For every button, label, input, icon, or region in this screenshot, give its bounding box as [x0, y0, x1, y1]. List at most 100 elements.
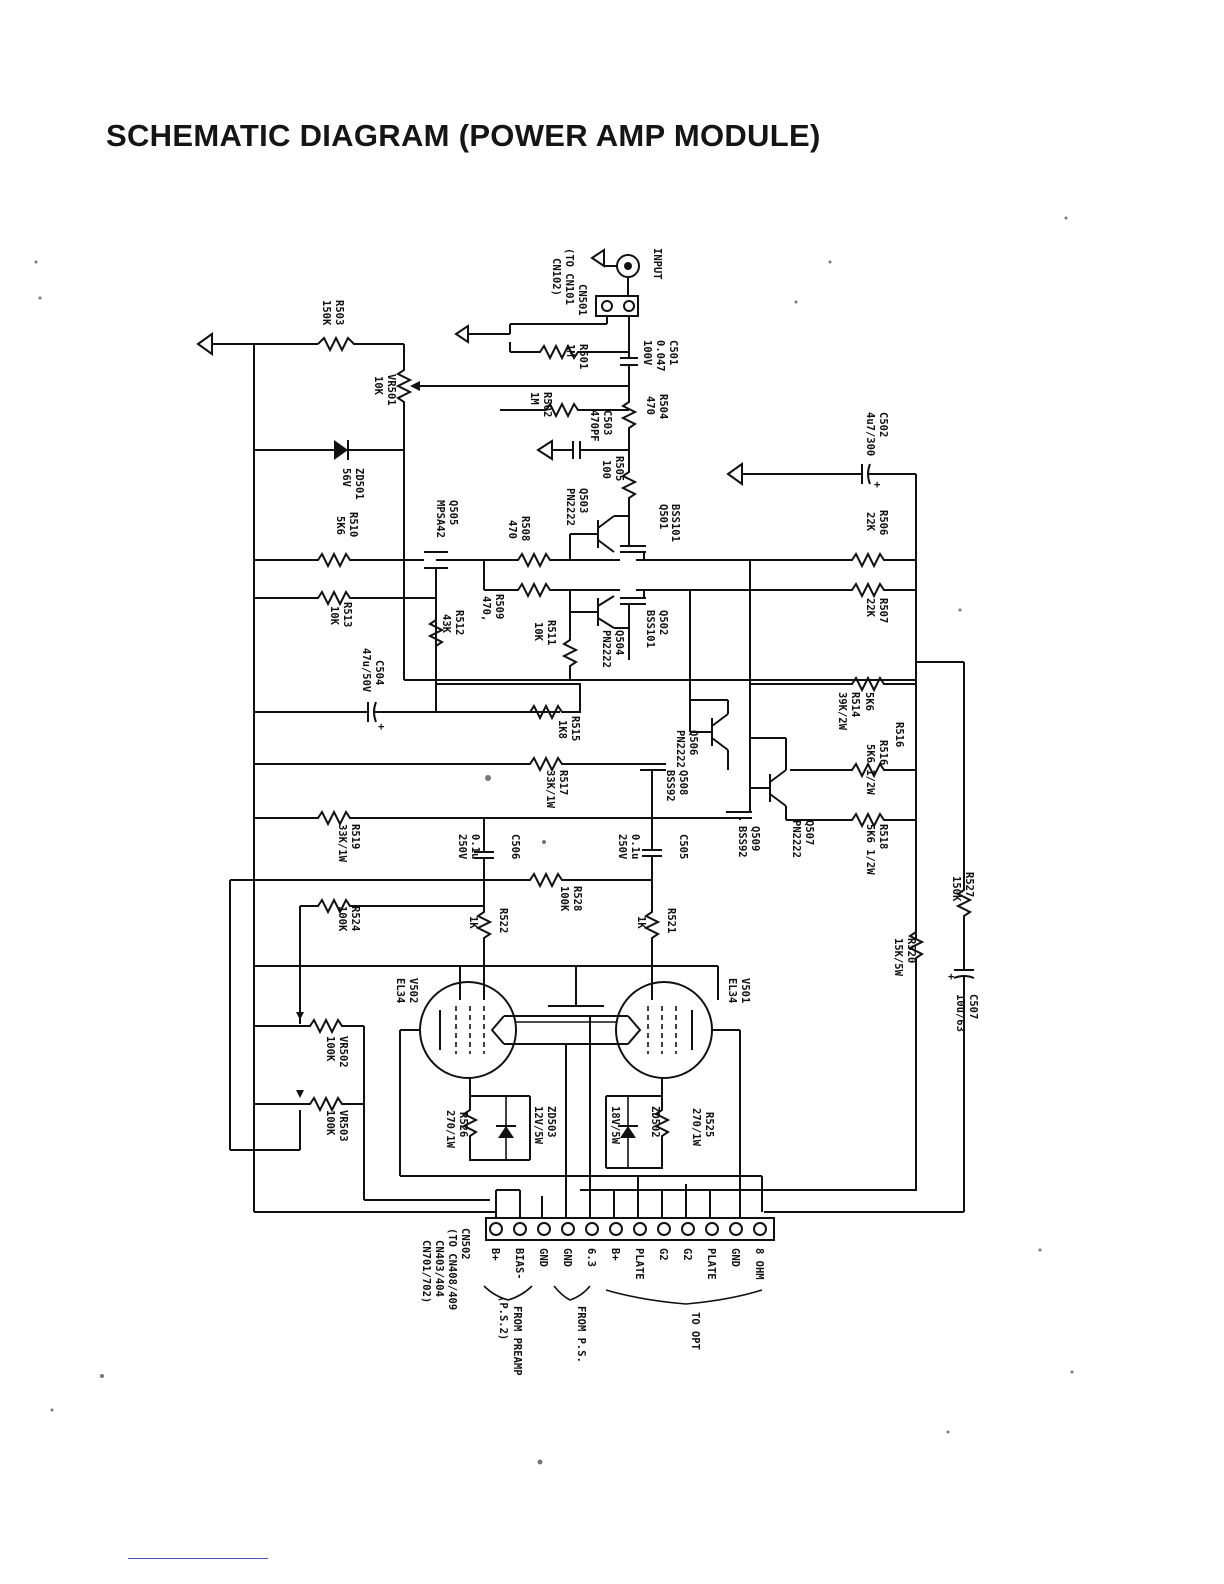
q508-label: Q508 — [677, 770, 689, 795]
c506-value: 0.1u — [469, 834, 481, 859]
q502-mosfet — [620, 590, 646, 660]
page-title: SCHEMATIC DIAGRAM (POWER AMP MODULE) — [106, 118, 821, 153]
group-label-ps: FROM P.S. — [575, 1306, 587, 1363]
group-label-preamp: FROM PREAMP — [511, 1306, 523, 1376]
input-jack-label: INPUT — [651, 248, 663, 280]
r512-resistor — [427, 612, 445, 680]
r517-value: 33K/1W — [544, 770, 556, 809]
cn502-connector — [485, 1217, 775, 1241]
v502-label: V502 — [407, 978, 419, 1003]
ground-symbol-top-left — [196, 332, 213, 356]
q505-label: Q505 — [447, 500, 459, 525]
c502-value: 4u7/300 — [864, 412, 876, 456]
zd503-label: ZD503 — [545, 1106, 557, 1138]
scan-specks — [34, 216, 1074, 1465]
cn501-label: CN501 — [576, 284, 588, 316]
q507-label: Q507 — [803, 820, 815, 845]
r519-label: R519 — [349, 824, 361, 849]
cn502-pin — [609, 1222, 623, 1236]
r516b-label: R516 — [877, 740, 889, 765]
r528-value: 100K — [558, 886, 570, 912]
r504-value: 470 — [644, 396, 656, 415]
vr503-label: VR503 — [337, 1110, 349, 1142]
r518-resistor — [786, 811, 916, 829]
cn502-pin — [657, 1222, 671, 1236]
q506-transistor — [689, 590, 729, 770]
r501-label: R501 — [577, 344, 589, 369]
zd501-value: 56V — [340, 468, 352, 488]
q506-label: Q506 — [687, 730, 699, 755]
q504-transistor — [569, 590, 629, 629]
c505-voltage: 250V — [616, 834, 628, 860]
c501-capacitor — [620, 342, 638, 390]
r526-label: R526 — [457, 1112, 469, 1137]
r513-value: 10K — [328, 606, 340, 626]
v501-tube — [615, 981, 713, 1096]
r528-label: R528 — [571, 886, 583, 911]
c503-value: 470PF — [588, 410, 600, 442]
group-label-opt: TO OPT — [689, 1312, 701, 1350]
zd501-zener — [334, 440, 348, 460]
r526-resistor — [461, 1096, 530, 1161]
c502-plus: + — [874, 479, 880, 491]
cn502-pin-label: BIAS- — [513, 1248, 525, 1280]
ground-symbol-c502 — [726, 462, 743, 486]
r516b-resistor — [790, 761, 916, 779]
cn501-connector — [454, 295, 639, 344]
r522-label: R522 — [497, 908, 509, 933]
cn502-note-1: (TO CN408/409 — [446, 1228, 458, 1310]
vr502-value: 100K — [324, 1036, 336, 1062]
r518-label: R518 — [877, 824, 889, 849]
r518-value: 5K6 1/2W — [864, 824, 876, 875]
cn502-pin — [753, 1222, 767, 1236]
c503-label: C503 — [601, 410, 613, 435]
r515-label: R515 — [569, 716, 581, 741]
r507-value: 22K — [864, 598, 876, 618]
q504-label: Q504 — [613, 630, 625, 655]
r524-label: R524 — [349, 906, 361, 931]
vr503-potentiometer — [300, 1095, 364, 1113]
r521-resistor — [643, 906, 661, 1000]
c501-label: C501 — [667, 340, 679, 365]
r505-resistor — [620, 460, 638, 540]
r524-resistor — [300, 897, 484, 915]
q505-type: MPSA42 — [434, 500, 446, 538]
cn502-label: CN502 — [459, 1228, 471, 1260]
cn502-pin-label: B+ — [609, 1248, 621, 1261]
r510-resistor — [254, 551, 424, 569]
r515-resistor — [436, 683, 581, 721]
r525-label: R525 — [703, 1112, 715, 1137]
r508-resistor — [484, 551, 620, 569]
r527-value: 150K — [950, 876, 962, 902]
r516b-value: 5K6 1/2W — [864, 744, 876, 795]
q504-type: PN2222 — [600, 630, 612, 668]
vr501-label: VR501 — [385, 374, 397, 406]
zd502-label: ZD502 — [649, 1106, 661, 1138]
q506-type: PN2222 — [674, 730, 686, 768]
vr501-value: 10K — [372, 376, 384, 396]
r502-label: R502 — [541, 392, 553, 417]
r510-label: R510 — [347, 512, 359, 537]
r509-value: 470, — [480, 596, 492, 621]
cn502-pin — [705, 1222, 719, 1236]
r506-value: 22K — [864, 512, 876, 532]
q501-mosfet — [620, 540, 646, 560]
r520-value: 15K/5W — [892, 938, 904, 977]
r521-label: R521 — [665, 908, 677, 933]
r515-value: 1K8 — [556, 720, 568, 739]
cn502-pin-label: GND — [561, 1248, 573, 1267]
q508-mosfet — [640, 763, 666, 850]
r506-label: R506 — [877, 510, 889, 535]
vr502-label: VR502 — [337, 1036, 349, 1068]
cn502-note-3: CN701/702) — [420, 1240, 432, 1303]
vr501-potentiometer — [395, 344, 413, 560]
r510-value: 5K6 — [334, 516, 346, 535]
cn502-pin-label: 6.3 — [585, 1248, 597, 1267]
c504-label: C504 — [373, 660, 385, 685]
c507-label: C507 — [967, 994, 979, 1019]
r504-label: R504 — [657, 394, 669, 419]
r511-value: 10K — [532, 622, 544, 642]
cn502-pin — [489, 1222, 503, 1236]
